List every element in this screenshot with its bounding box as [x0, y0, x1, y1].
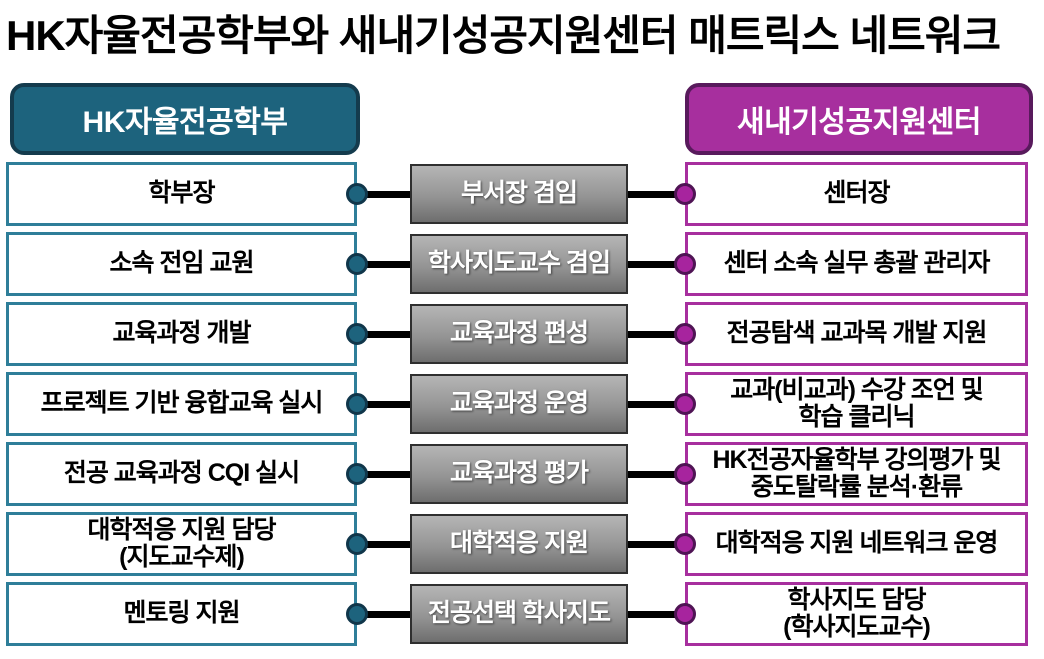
- left-connector-dot-icon: [346, 463, 368, 485]
- right-column-header: 새내기성공지원센터: [685, 83, 1033, 155]
- right-role-box: 센터 소속 실무 총괄 관리자: [685, 232, 1028, 296]
- left-connector-dot-icon: [346, 323, 368, 345]
- right-connector-dot-icon: [674, 183, 696, 205]
- left-role-box: 소속 전임 교원: [6, 232, 357, 296]
- left-connector-dot-icon: [346, 533, 368, 555]
- mapping-box: 교육과정 평가: [410, 444, 628, 504]
- right-connector-line: [628, 401, 685, 408]
- left-connector-dot-icon: [346, 603, 368, 625]
- left-role-box: 대학적응 지원 담당 (지도교수제): [6, 512, 357, 576]
- right-connector-line: [628, 541, 685, 548]
- right-role-box: 센터장: [685, 162, 1028, 226]
- left-role-box: 전공 교육과정 CQI 실시: [6, 442, 357, 506]
- right-connector-dot-icon: [674, 533, 696, 555]
- left-role-box: 프로젝트 기반 융합교육 실시: [6, 372, 357, 436]
- mapping-box: 전공선택 학사지도: [410, 584, 628, 644]
- matrix-row-1: 학부장 부서장 겸임 센터장: [0, 162, 1044, 226]
- mapping-box: 학사지도교수 겸임: [410, 234, 628, 294]
- right-connector-dot-icon: [674, 603, 696, 625]
- left-connector-line: [357, 611, 410, 618]
- page-title: HK자율전공학부와 새내기성공지원센터 매트릭스 네트워크: [6, 12, 1001, 59]
- right-connector-line: [628, 471, 685, 478]
- mapping-box: 교육과정 편성: [410, 304, 628, 364]
- left-connector-line: [357, 331, 410, 338]
- matrix-row-3: 교육과정 개발 교육과정 편성 전공탐색 교과목 개발 지원: [0, 302, 1044, 366]
- matrix-row-2: 소속 전임 교원 학사지도교수 겸임 센터 소속 실무 총괄 관리자: [0, 232, 1044, 296]
- left-role-box: 교육과정 개발: [6, 302, 357, 366]
- matrix-row-7: 멘토링 지원 전공선택 학사지도 학사지도 담당 (학사지도교수): [0, 582, 1044, 646]
- mapping-box: 대학적응 지원: [410, 514, 628, 574]
- left-connector-dot-icon: [346, 253, 368, 275]
- right-connector-dot-icon: [674, 463, 696, 485]
- matrix-row-5: 전공 교육과정 CQI 실시 교육과정 평가 HK전공자율학부 강의평가 및 중…: [0, 442, 1044, 506]
- left-connector-line: [357, 541, 410, 548]
- left-role-box: 멘토링 지원: [6, 582, 357, 646]
- mapping-box: 부서장 겸임: [410, 164, 628, 224]
- left-connector-line: [357, 471, 410, 478]
- left-connector-dot-icon: [346, 183, 368, 205]
- left-role-box: 학부장: [6, 162, 357, 226]
- left-connector-line: [357, 261, 410, 268]
- right-role-box: 학사지도 담당 (학사지도교수): [685, 582, 1028, 646]
- left-column-header: HK자율전공학부: [10, 83, 360, 155]
- mapping-box: 교육과정 운영: [410, 374, 628, 434]
- right-role-box: HK전공자율학부 강의평가 및 중도탈락률 분석·환류: [685, 442, 1028, 506]
- right-role-box: 전공탐색 교과목 개발 지원: [685, 302, 1028, 366]
- right-connector-line: [628, 331, 685, 338]
- right-connector-dot-icon: [674, 323, 696, 345]
- right-connector-dot-icon: [674, 253, 696, 275]
- matrix-row-6: 대학적응 지원 담당 (지도교수제) 대학적응 지원 대학적응 지원 네트워크 …: [0, 512, 1044, 576]
- right-connector-line: [628, 611, 685, 618]
- left-connector-line: [357, 191, 410, 198]
- right-connector-line: [628, 191, 685, 198]
- left-connector-line: [357, 401, 410, 408]
- right-connector-dot-icon: [674, 393, 696, 415]
- right-role-box: 대학적응 지원 네트워크 운영: [685, 512, 1028, 576]
- right-connector-line: [628, 261, 685, 268]
- matrix-row-4: 프로젝트 기반 융합교육 실시 교육과정 운영 교과(비교과) 수강 조언 및 …: [0, 372, 1044, 436]
- left-connector-dot-icon: [346, 393, 368, 415]
- right-role-box: 교과(비교과) 수강 조언 및 학습 클리닉: [685, 372, 1028, 436]
